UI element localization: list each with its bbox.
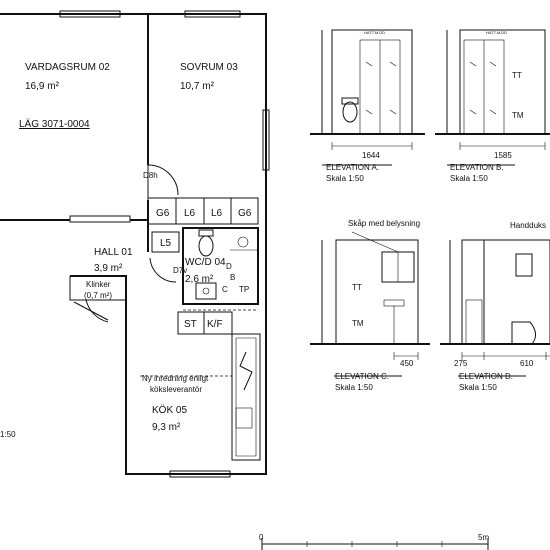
hall-cabinet-label: L5 [160,238,172,249]
kitchen-note-line-1: Ny inredning enligt [142,374,209,383]
elevation-d-dimension-1: 275 [454,359,468,368]
room-area-sovrum: 10,7 m² [180,81,215,92]
door-label-d7v: D7v [173,266,187,275]
bath-label-tp: TP [239,285,249,294]
elevation-a-title: ELEVATION A. [326,163,379,172]
floor-plan [0,10,270,478]
scale-bar-zero: 0 [259,533,264,542]
elevation-a [310,29,425,166]
scale-bar [261,538,489,550]
door-label-d8h: D8h [143,171,158,180]
scale-bar-five: 5m [478,533,489,542]
kitchen-unit-st: ST [184,319,197,330]
elevation-c-callout: Skåp med belysning [348,219,420,228]
wardrobe-label: L6 [211,208,223,219]
wardrobe-label: G6 [238,208,252,219]
bath-label-c: C [222,285,228,294]
elevation-a-tag: HATT.M.DD [364,30,385,35]
elevation-c-title: ELEVATION C. [335,372,389,381]
elevation-d-dimension-2: 610 [520,359,534,368]
elevation-d [440,239,550,377]
apartment-id: LÄG 3071-0004 [19,118,90,130]
room-area-vardagsrum: 16,9 m² [25,81,60,92]
bath-label-b: B [230,273,235,282]
wardrobe-label: L6 [184,208,196,219]
elevation-d-title: ELEVATION D. [459,372,513,381]
room-name-vardagsrum: VARDAGSRUM 02 [25,62,110,73]
elevation-a-scale: Skala 1:50 [326,174,364,183]
elevation-c-dimension: 450 [400,359,414,368]
elevation-d-callout: Handduks [510,221,546,230]
elevation-c-label-tm: TM [352,319,364,328]
left-scale-fragment: 1:50 [0,430,16,439]
elevation-b [435,29,550,166]
elevation-b-scale: Skala 1:50 [450,174,488,183]
room-area-kok: 9,3 m² [152,422,181,433]
bath-label-d: D [226,262,232,271]
elevation-c [310,231,430,377]
room-area-wc: 2,6 m² [185,274,214,285]
kitchen-unit-kf: K/F [207,319,223,330]
room-area-hall: 3,9 m² [94,263,123,274]
elevation-b-label-tt: TT [512,71,522,80]
kitchen-note-line-2: köksleverantör [150,385,202,394]
elevation-b-title: ELEVATION B. [450,163,504,172]
room-name-wc: WC/D 04 [185,257,226,268]
elevation-b-dimension: 1585 [494,151,512,160]
room-area-klinker: (0,7 m²) [84,291,112,300]
room-name-sovrum: SOVRUM 03 [180,62,238,73]
room-name-klinker: Klinker [86,280,111,289]
elevation-c-scale: Skala 1:50 [335,383,373,392]
elevation-d-scale: Skala 1:50 [459,383,497,392]
room-name-hall: HALL 01 [94,247,133,258]
elevation-b-tag: HATT.M.DD [486,30,507,35]
elevation-c-label-tt: TT [352,283,362,292]
elevation-a-dimension: 1644 [362,151,380,160]
wardrobe-label: G6 [156,208,170,219]
elevation-b-label-tm: TM [512,111,524,120]
room-name-kok: KÖK 05 [152,404,187,416]
